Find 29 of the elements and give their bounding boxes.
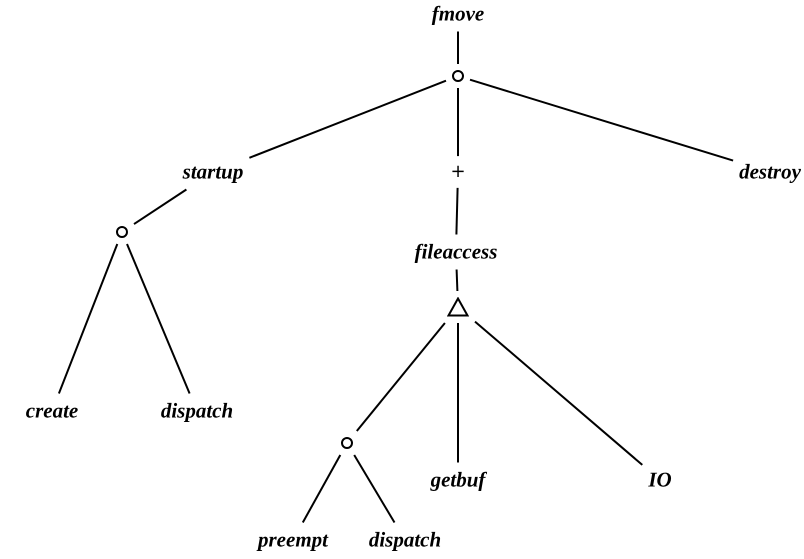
- tree-branch-line: [470, 78, 734, 162]
- operator-circle: [116, 226, 128, 238]
- operator-circle: [341, 437, 353, 449]
- node-label: preempt: [258, 528, 328, 552]
- operator-circle: [452, 70, 464, 82]
- node-label: startup: [182, 160, 244, 184]
- tree-branch-line: [457, 32, 459, 64]
- tree-branch-line: [356, 322, 446, 432]
- tree-branch-line: [457, 88, 459, 156]
- node-label: fileaccess: [414, 240, 498, 264]
- tree-branch-line: [126, 244, 191, 394]
- operator-triangle: [447, 297, 469, 317]
- node-label: dispatch: [368, 528, 442, 552]
- node-label: fmove: [432, 2, 484, 26]
- node-label: create: [26, 399, 78, 423]
- tree-branch-line: [133, 188, 187, 225]
- tree-branch-line: [457, 323, 459, 462]
- node-label: IO: [648, 468, 672, 492]
- node-label: +: [450, 162, 466, 182]
- node-label: dispatch: [160, 399, 234, 423]
- tree-branch-line: [455, 188, 459, 235]
- node-label: destroy: [739, 160, 801, 184]
- node-label: getbuf: [430, 468, 486, 492]
- tree-branch-line: [58, 244, 118, 394]
- tree-branch-line: [249, 80, 446, 159]
- tree-branch-line: [456, 269, 458, 292]
- tree-branch-line: [474, 320, 643, 466]
- tree-branch-line: [302, 454, 342, 523]
- tree-branch-line: [353, 454, 396, 524]
